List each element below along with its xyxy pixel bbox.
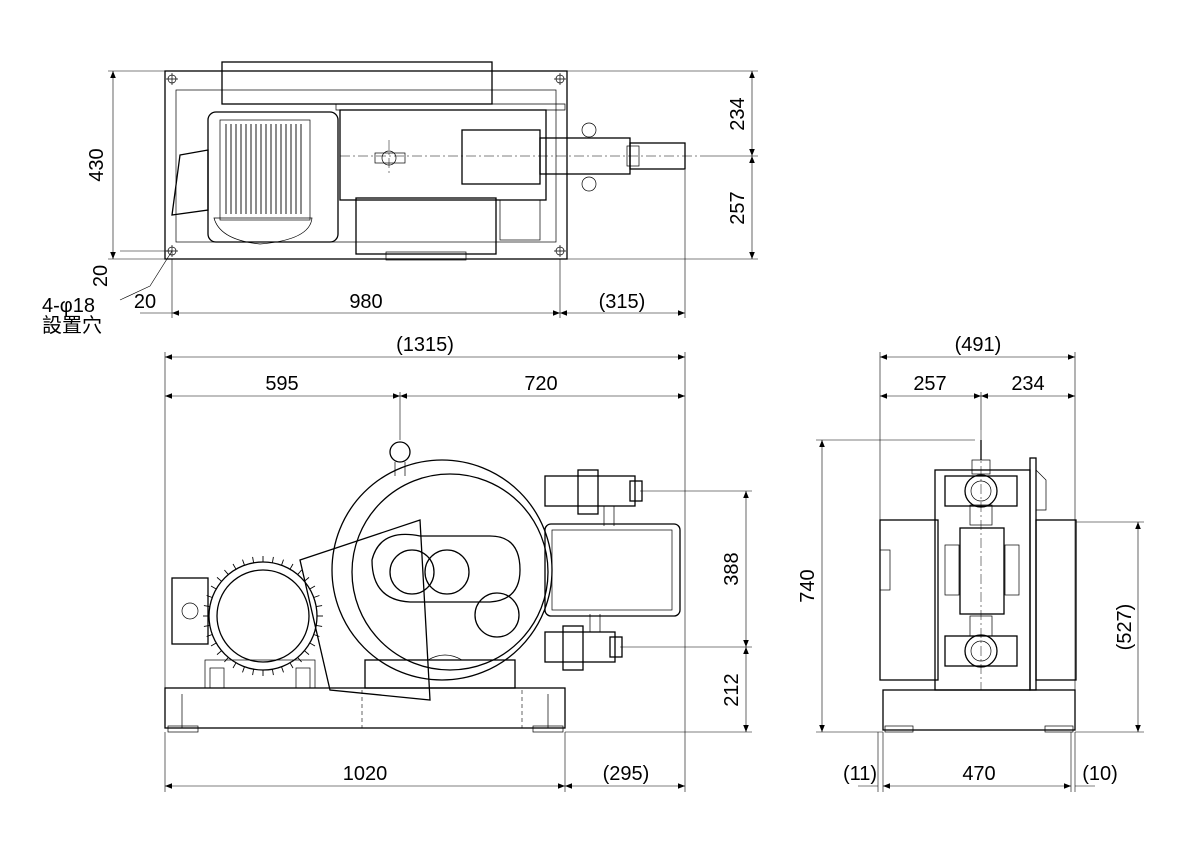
front-motor-fins (203, 556, 323, 676)
lifting-eye (389, 441, 411, 463)
side-view-dimensions (816, 352, 1144, 792)
side-middle-tube (959, 527, 1005, 615)
top-pump-body (339, 109, 547, 201)
top-cover (221, 61, 493, 105)
side-base-frame (882, 689, 1076, 731)
front-gearbox (544, 523, 681, 617)
front-view (164, 441, 681, 733)
top-dim-lower-height: 257 (727, 191, 749, 224)
side-dim-height-right: (527) (1114, 604, 1136, 651)
front-dim-base: 1020 (343, 763, 388, 785)
front-view-dimensions (164, 352, 752, 792)
side-dim-height: 740 (797, 569, 819, 602)
side-dim-base: 470 (962, 763, 995, 785)
front-motor (171, 561, 318, 689)
side-dim-right: 234 (1011, 373, 1044, 395)
side-pump-body (934, 469, 1031, 691)
terminal-box (171, 149, 209, 216)
top-view (164, 61, 700, 261)
front-terminal-box (171, 577, 209, 645)
top-dim-base-length: 980 (349, 291, 382, 313)
side-dim-overall: (491) (955, 334, 1002, 356)
front-dim-right: 720 (524, 373, 557, 395)
mounting-hole-marks (166, 73, 566, 257)
front-drive-cover (299, 519, 431, 701)
side-view (879, 430, 1077, 733)
front-dim-upper-height: 388 (721, 552, 743, 585)
top-base-plate (164, 70, 568, 260)
front-pump-head (331, 441, 553, 689)
side-dim-left: 257 (913, 373, 946, 395)
top-view-dimensions (108, 70, 758, 318)
hole-note-spec: 4-φ18 (42, 295, 95, 317)
front-ports (544, 469, 681, 671)
dimension-labels: 430 234 257 980 (315) 20 20 4-φ18 設置穴 (1… (42, 97, 1136, 785)
side-dim-offset-left: (11) (843, 763, 877, 785)
side-dim-offset-right: (10) (1082, 763, 1118, 785)
top-dim-offset-y: 20 (90, 265, 112, 287)
front-dim-lower-height: 212 (721, 673, 743, 706)
top-motor (171, 111, 339, 245)
hole-note-label: 設置穴 (42, 314, 102, 337)
top-motor-fins (225, 124, 302, 214)
top-dim-total-height: 430 (86, 148, 108, 181)
front-dim-overall: (1315) (396, 334, 454, 356)
top-dim-upper-height: 234 (727, 97, 749, 130)
front-dim-left: 595 (265, 373, 298, 395)
top-dim-offset-x: 20 (134, 291, 156, 313)
front-dim-extension: (295) (603, 763, 650, 785)
top-dim-extension: (315) (599, 291, 646, 313)
